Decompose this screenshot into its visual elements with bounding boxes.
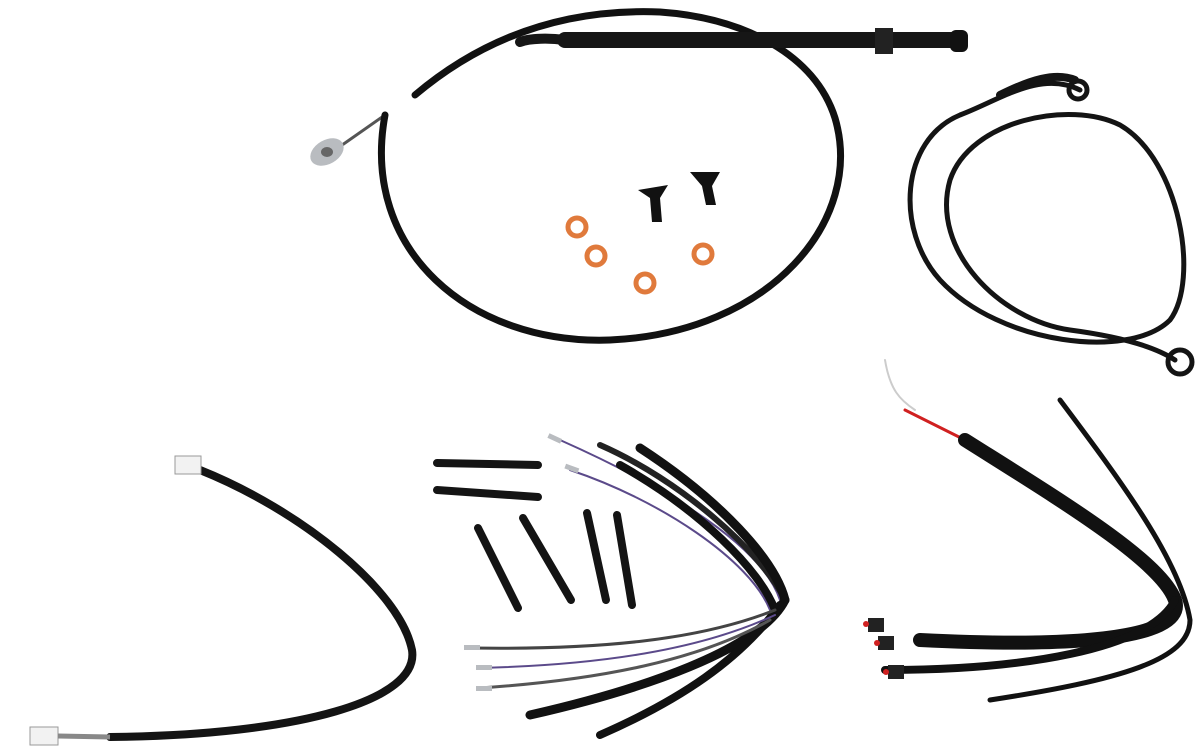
- heat-shrink: [433, 486, 542, 501]
- wiring-harness-middle: [468, 439, 790, 739]
- connector-bottom: [29, 726, 59, 746]
- heat-shrink-tubes: [433, 459, 636, 612]
- washer: [633, 271, 657, 295]
- harness-connectors: [863, 618, 904, 679]
- heat-shrink: [474, 524, 522, 612]
- washer: [691, 242, 715, 266]
- connector: [868, 618, 884, 632]
- washer: [584, 244, 608, 268]
- washer: [565, 215, 589, 239]
- connector: [888, 665, 904, 679]
- heat-shrink: [583, 509, 610, 604]
- wire-lead: [57, 733, 111, 740]
- throttle-cable: [333, 8, 968, 344]
- extension-wire: [106, 466, 417, 741]
- brake-line: [907, 72, 1195, 377]
- wiring-harness-right: [881, 359, 1193, 703]
- connector: [878, 636, 894, 650]
- connector-top: [174, 455, 202, 475]
- heat-shrink: [519, 514, 575, 604]
- cable-end-fitting: [310, 138, 344, 166]
- heat-shrink: [613, 511, 636, 609]
- copper-washers: [565, 215, 715, 295]
- wire-terminals: [464, 433, 580, 691]
- screw: [638, 172, 720, 222]
- heat-shrink: [433, 459, 542, 469]
